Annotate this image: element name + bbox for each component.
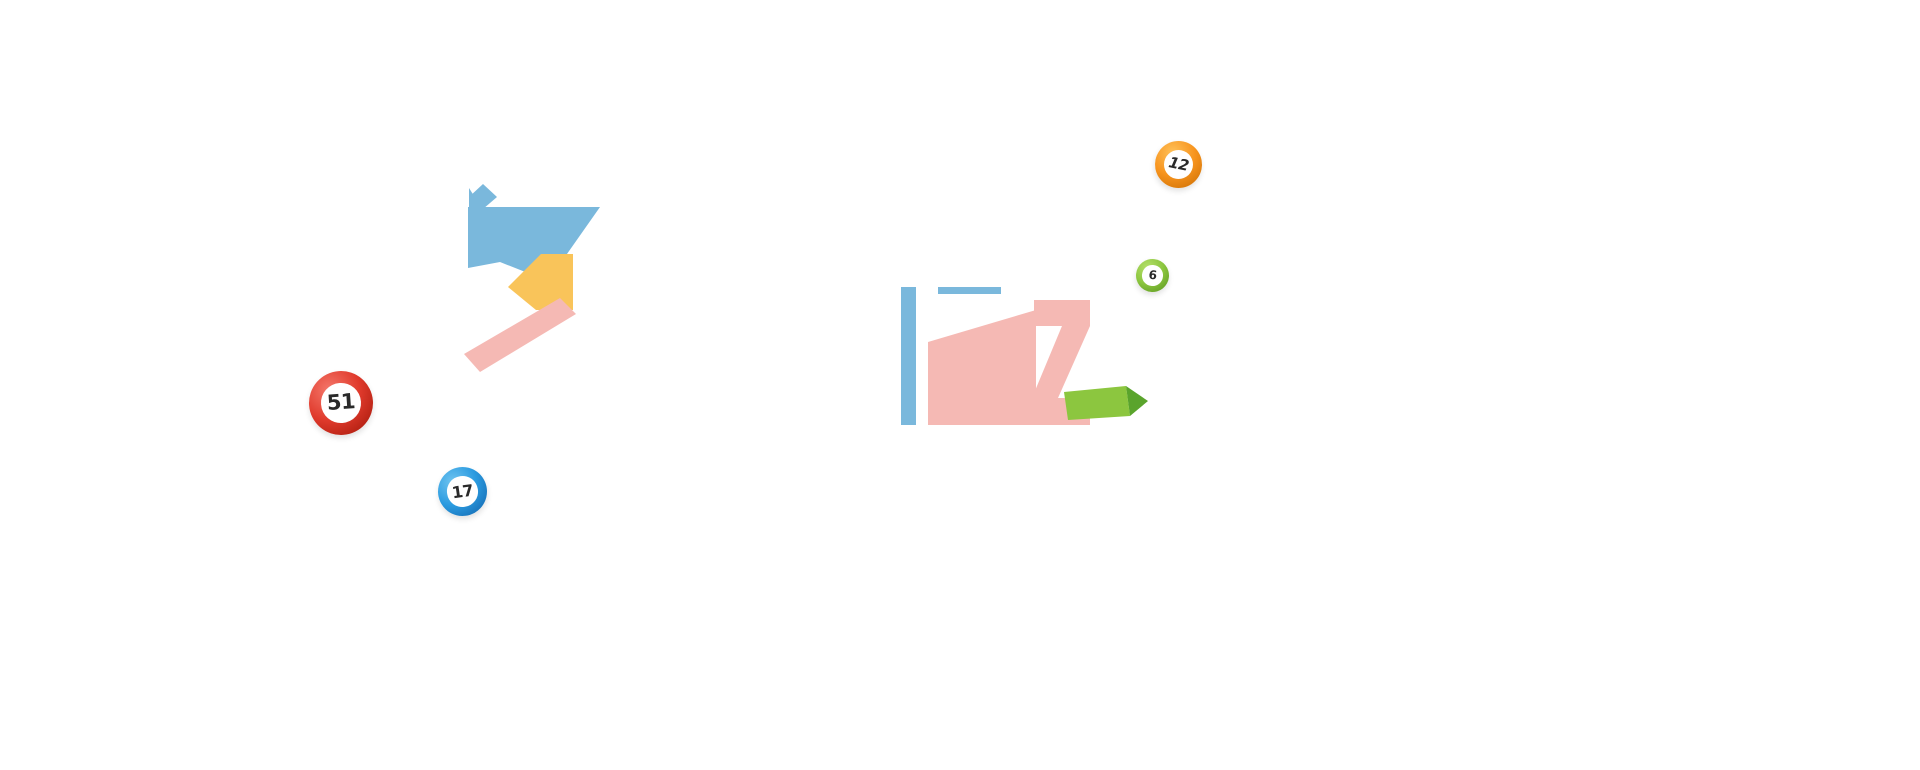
bingo-ball-number: 6: [1147, 268, 1158, 283]
bingo-ball-number: 51: [326, 389, 356, 416]
bingo-ball-red-51: 51: [306, 368, 376, 438]
origami-bird-body-icon: [508, 254, 573, 310]
bingo-ball-number: 17: [450, 480, 475, 502]
number-graphic-pink-two-icon: [1032, 300, 1090, 425]
number-graphic-blue-strip-icon: [938, 287, 1001, 294]
bingo-ball-green-6: 6: [1134, 257, 1171, 294]
origami-bird-wing-icon: [468, 207, 600, 281]
pencil-tip-icon: [1126, 386, 1148, 416]
bingo-ball-face: 17: [445, 474, 480, 509]
origami-bird-crest-left-icon: [469, 188, 481, 207]
big-number-graphic: [901, 287, 1148, 425]
origami-bird-crest-icon: [469, 184, 497, 209]
pencil-body-icon: [1064, 386, 1130, 420]
bingo-ball-number: 12: [1167, 153, 1191, 175]
number-graphic-blue-bar-icon: [901, 287, 916, 425]
number-graphic-pink-block-icon: [928, 310, 1036, 425]
origami-bird-icon: [464, 184, 600, 372]
bingo-ball-face: 12: [1161, 147, 1196, 182]
bingo-ball-face: 51: [319, 381, 363, 425]
bingo-ball-blue-17: 17: [434, 463, 491, 520]
origami-bird-tail-icon: [464, 298, 576, 372]
bingo-ball-face: 6: [1141, 264, 1164, 287]
bingo-ball-orange-12: 12: [1150, 136, 1207, 193]
